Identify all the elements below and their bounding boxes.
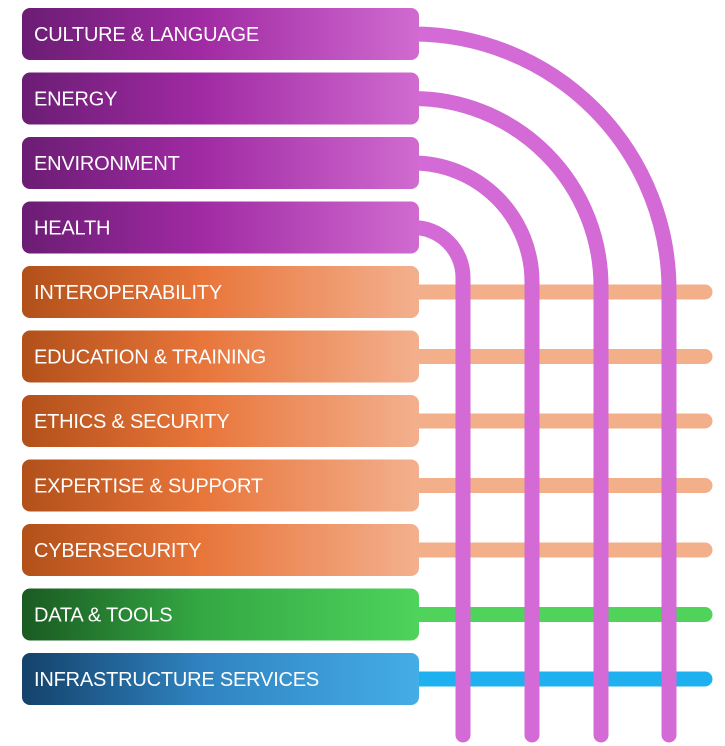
bar-label: EXPERTISE & SUPPORT <box>34 476 263 498</box>
bar-shape <box>22 588 419 641</box>
bar-label: EDUCATION & TRAINING <box>34 347 266 369</box>
bar-cybersecurity: CYBERSECURITY <box>22 524 419 576</box>
bar-shape <box>22 653 419 705</box>
bar-health: HEALTH <box>22 201 419 254</box>
bar-education-and-training: EDUCATION & TRAINING <box>22 330 419 383</box>
connector-energy <box>405 91 609 743</box>
bar-shape <box>22 8 419 60</box>
label-bars: CULTURE & LANGUAGE ENERGY ENVIRONMENT HEALT… <box>22 8 419 705</box>
bar-label: INFRASTRUCTURE SERVICES <box>34 669 319 691</box>
bar-interoperability: INTEROPERABILITY <box>22 266 419 318</box>
bar-label: CULTURE & LANGUAGE <box>34 24 259 46</box>
bar-data-and-tools: DATA & TOOLS <box>22 588 419 641</box>
vertical-connectors <box>405 26 677 743</box>
bar-label: CYBERSECURITY <box>34 540 201 562</box>
bar-culture-and-language: CULTURE & LANGUAGE <box>22 8 419 60</box>
bar-shape <box>22 524 419 576</box>
bar-environment: ENVIRONMENT <box>22 137 419 189</box>
bar-label: ENVIRONMENT <box>34 153 180 175</box>
bar-label: ETHICS & SECURITY <box>34 411 230 433</box>
bar-energy: ENERGY <box>22 72 419 125</box>
bar-label: INTEROPERABILITY <box>34 282 222 304</box>
bar-ethics-and-security: ETHICS & SECURITY <box>22 395 419 447</box>
bar-shape <box>22 201 419 254</box>
connector-health <box>405 220 471 743</box>
bar-shape <box>22 330 419 383</box>
bar-shape <box>22 137 419 189</box>
bar-shape <box>22 459 419 512</box>
bar-label: ENERGY <box>34 89 117 111</box>
connector-environment <box>405 155 540 743</box>
bar-expertise-and-support: EXPERTISE & SUPPORT <box>22 459 419 512</box>
bar-infrastructure-services: INFRASTRUCTURE SERVICES <box>22 653 419 705</box>
connector-culture-and-language <box>405 26 677 743</box>
bar-shape <box>22 266 419 318</box>
bar-label: DATA & TOOLS <box>34 605 172 627</box>
bar-label: HEALTH <box>34 218 110 240</box>
bar-shape <box>22 395 419 447</box>
bar-shape <box>22 72 419 125</box>
